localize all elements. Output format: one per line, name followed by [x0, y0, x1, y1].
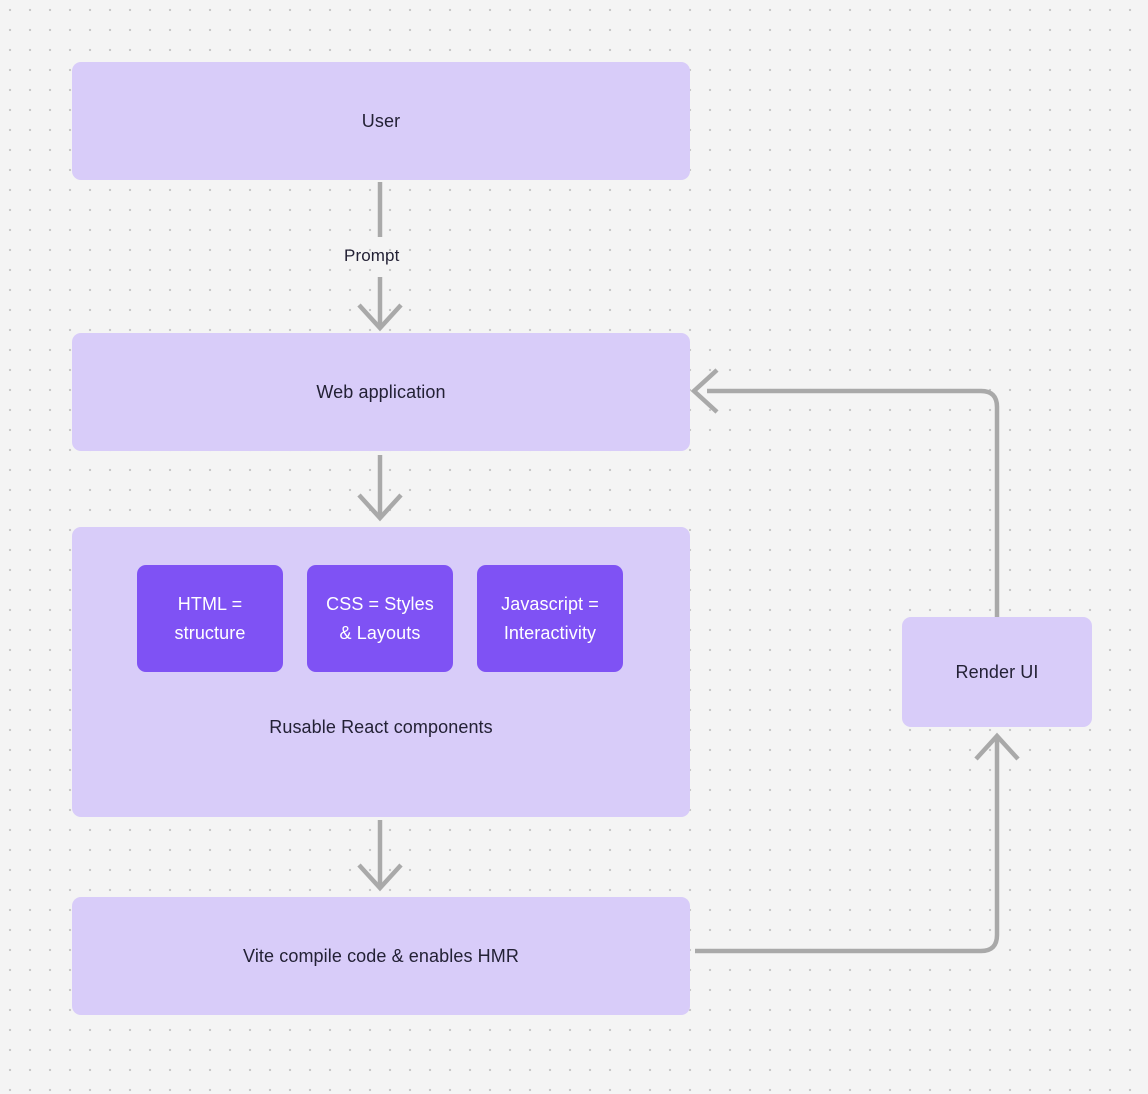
chip-html-label: HTML = structure: [174, 593, 246, 643]
node-web-application-label: Web application: [316, 381, 446, 402]
edge-render-ui-to-webapp: [707, 388, 1000, 617]
chip-javascript-label: Javascript = Interactivity: [501, 593, 599, 643]
node-web-application[interactable]: Web application: [72, 333, 690, 451]
arrowhead-left-webapp: [690, 368, 719, 414]
node-user[interactable]: User: [72, 62, 690, 180]
arrowhead-down-webapp: [357, 303, 403, 332]
edge-label-prompt: Prompt: [344, 246, 400, 265]
node-vite[interactable]: Vite compile code & enables HMR: [72, 897, 690, 1015]
arrowhead-up-render-ui: [974, 732, 1020, 761]
node-render-ui[interactable]: Render UI: [902, 617, 1092, 727]
arrowhead-down-components: [357, 493, 403, 522]
node-vite-label: Vite compile code & enables HMR: [243, 945, 519, 966]
chip-html[interactable]: HTML = structure: [137, 565, 283, 672]
chip-css-label: CSS = Styles & Layouts: [326, 593, 434, 643]
chip-javascript[interactable]: Javascript = Interactivity: [477, 565, 623, 672]
components-caption: Rusable React components: [269, 717, 493, 737]
edge-vite-to-render-ui: [695, 738, 1000, 954]
chip-css[interactable]: CSS = Styles & Layouts: [307, 565, 453, 672]
node-user-label: User: [361, 110, 401, 131]
node-components-group[interactable]: HTML = structure CSS = Styles & Layouts …: [72, 527, 690, 817]
node-render-ui-label: Render UI: [955, 661, 1039, 682]
arrowhead-down-vite: [357, 863, 403, 892]
